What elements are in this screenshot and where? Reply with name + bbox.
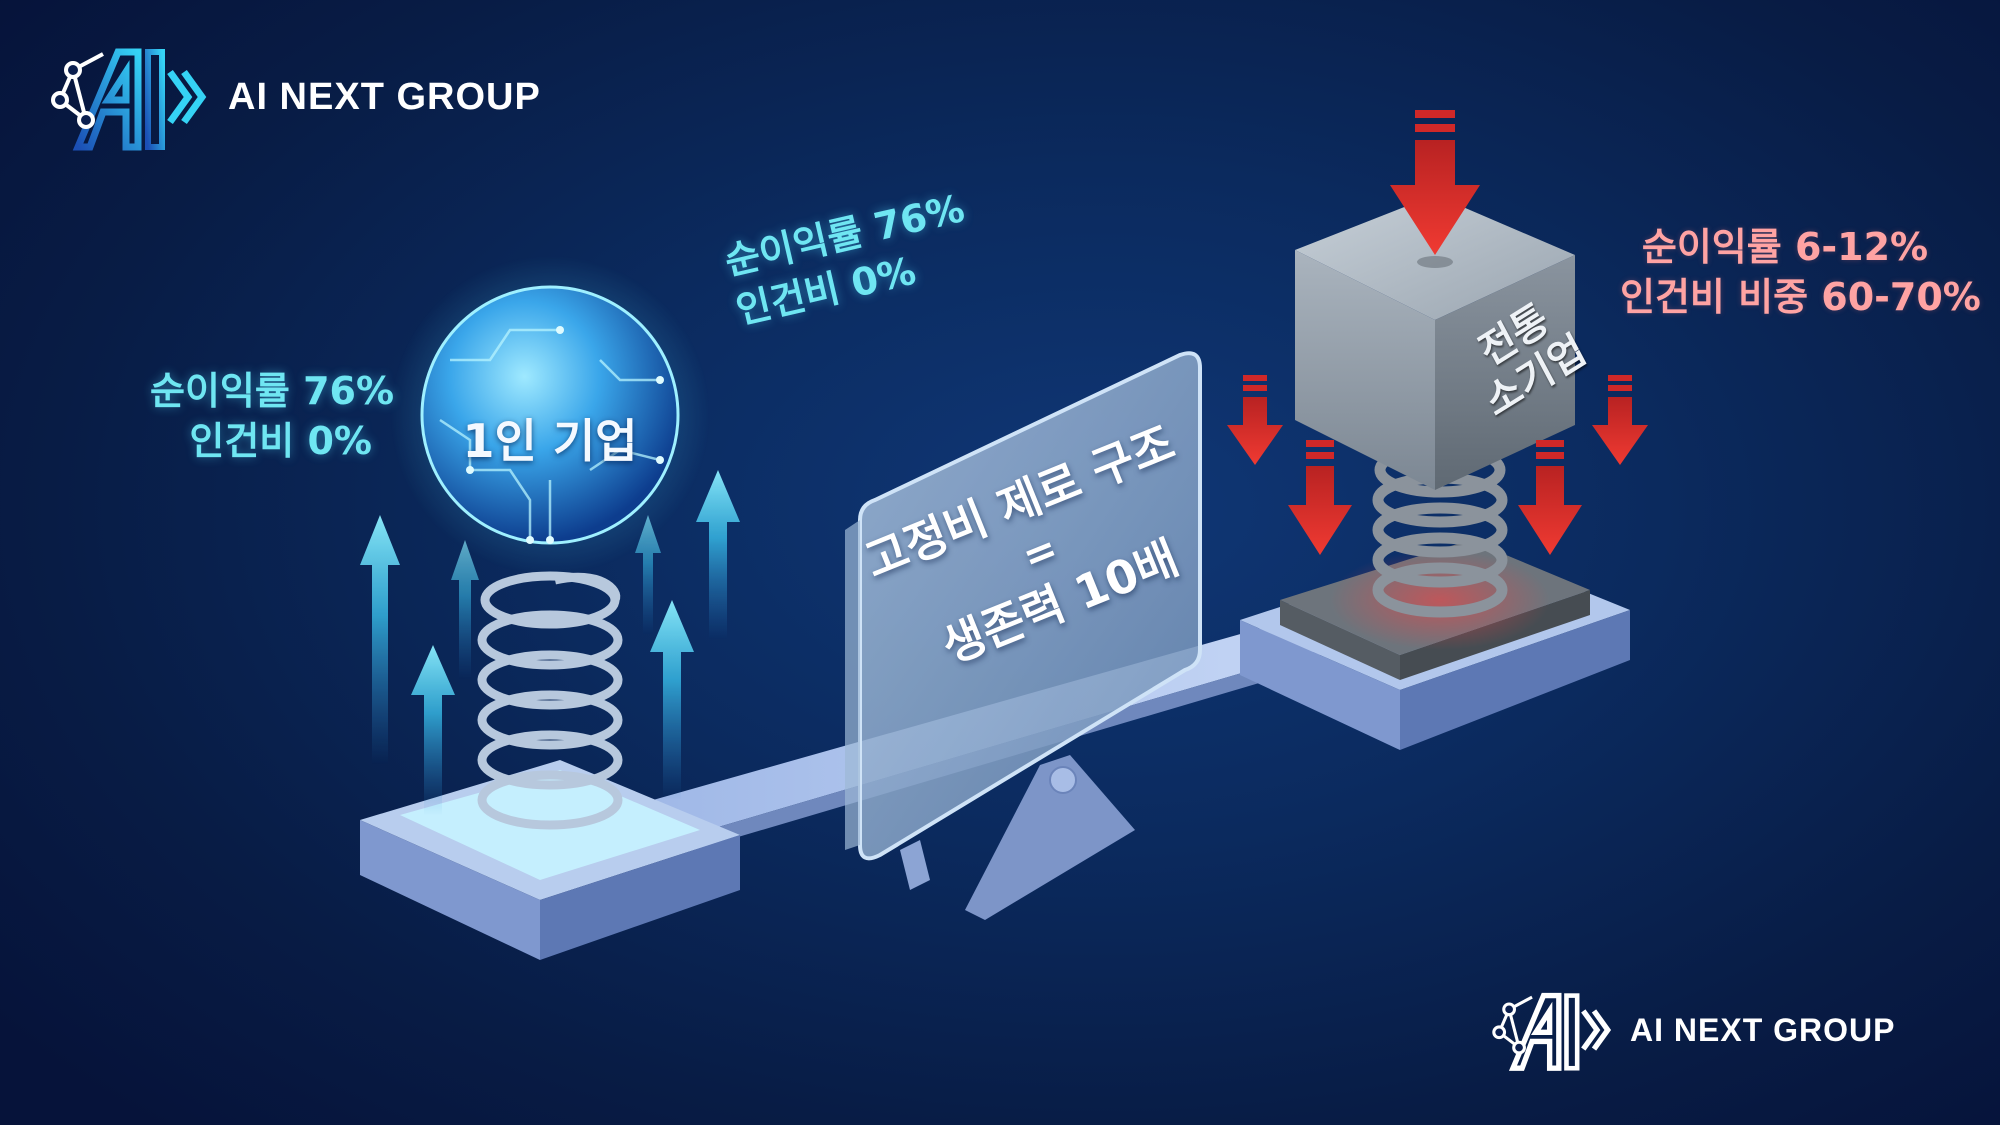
brand-logo-bottom: AI NEXT GROUP — [1490, 985, 1895, 1075]
ai-network-logo-icon — [1492, 992, 1612, 1071]
one-person-stats-left: 순이익률 76% 인건비 0% — [150, 366, 395, 466]
brand-logo-top: AI NEXT GROUP — [48, 42, 541, 152]
glass-sign — [845, 351, 1202, 861]
circuit-globe-icon — [420, 285, 680, 545]
down-arrow-icon — [1227, 110, 1648, 555]
metal-cube-icon — [1295, 195, 1575, 490]
ai-network-logo-icon — [51, 48, 207, 151]
spring-icon — [477, 571, 623, 830]
fulcrum-icon — [900, 755, 1135, 920]
labor-cost-label: 인건비 0% — [189, 419, 372, 464]
one-person-company-title: 1인 기업 — [462, 414, 638, 468]
brand-name: AI NEXT GROUP — [228, 75, 541, 118]
net-margin-label: 순이익률 76% — [150, 369, 395, 413]
left-platform — [360, 760, 740, 960]
brand-name: AI NEXT GROUP — [1630, 1011, 1896, 1048]
up-arrow-icon — [360, 470, 740, 815]
net-margin-label: 순이익률 6-12% — [1641, 225, 1929, 269]
labor-cost-share-label: 인건비 비중 60-70% — [1620, 275, 1981, 320]
traditional-business-stats: 순이익률 6-12% 인건비 비중 60-70% — [1620, 222, 1981, 322]
